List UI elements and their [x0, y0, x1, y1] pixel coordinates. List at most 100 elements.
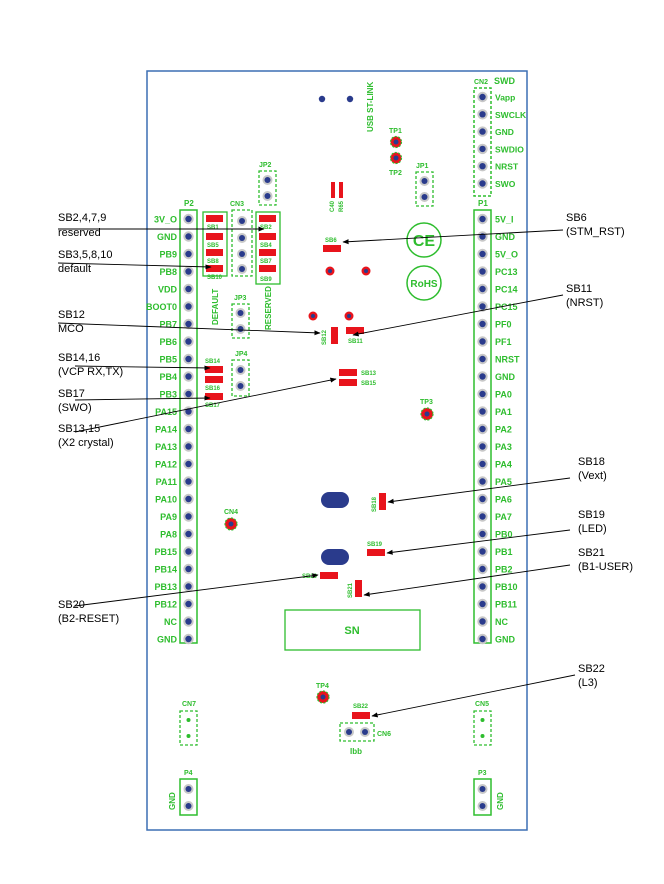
p1-pin-hole: [479, 390, 486, 398]
jp2-pin-2-hole: [264, 193, 271, 199]
cn3-label: CN3: [230, 201, 244, 208]
jp4-label: JP4: [235, 351, 248, 358]
p1-pin-hole: [479, 600, 486, 608]
callout-sb19-line2: (LED): [578, 523, 607, 535]
jp1-outline: [415, 171, 434, 207]
p1-pin-hole: [479, 478, 486, 485]
p4-label: P4: [184, 770, 193, 777]
p1-pin-label: PB0: [495, 530, 513, 540]
cn6-outline: [339, 722, 375, 742]
cn2-pin-hole: [479, 163, 486, 170]
callout-sb20-line2: (B2-RESET): [58, 613, 119, 625]
p1-pin-label: PA1: [495, 407, 512, 417]
p3-pin-2-hole: [479, 803, 486, 809]
p1-pin-label: PA0: [495, 390, 512, 400]
jp2-pin-1-hole: [264, 177, 271, 183]
sb6-label: SB6: [325, 238, 337, 244]
header-cn2-outline: [473, 87, 492, 197]
p2-pin-hole: [185, 635, 192, 643]
cn2-pin-label: GND: [495, 127, 514, 137]
p2-pin-label: PA15: [155, 407, 177, 417]
callout-sb11-line1: SB11: [566, 283, 592, 295]
tp2-hole: [393, 155, 399, 161]
callout-sb1315-line2: (X2 crystal): [58, 437, 114, 449]
jp2-outline: [258, 170, 277, 206]
p4-pin-2-hole: [185, 803, 192, 809]
header-cn2-title: SWD: [494, 76, 515, 86]
sb10-pad: [206, 265, 223, 272]
p2-pin-label: PB14: [154, 565, 177, 575]
sb2-pad: [259, 215, 276, 222]
p2-pin-label: BOOT0: [146, 302, 177, 312]
cn3-pin-1-hole: [239, 218, 245, 224]
sb13-label: SB13: [361, 371, 377, 377]
p1-pin-hole: [479, 583, 486, 590]
p4-pin-1-hole: [185, 786, 192, 792]
c40-label: C40: [330, 200, 336, 212]
callout-sb17-line1: SB17: [58, 388, 85, 400]
usb-mount-hole-left: [318, 95, 326, 103]
p1-pin-label: PF0: [495, 320, 512, 330]
p1-pin-hole: [479, 513, 486, 520]
leader-sb18: [387, 477, 571, 504]
cn4-hole: [228, 521, 234, 527]
p2-pin-hole: [185, 390, 192, 398]
jp3-pin-1-hole: [237, 310, 244, 316]
p2-pin-label: GND: [157, 232, 178, 242]
p2-pin-hole: [185, 408, 192, 415]
jp4-pin-1-hole: [237, 367, 244, 373]
sb1-pad: [206, 215, 223, 222]
r65-label: R65: [339, 200, 345, 212]
p2-pin-label: PA12: [155, 460, 177, 470]
header-p2-name: P2: [184, 199, 194, 208]
usb-st-link-label: USB ST-LINK: [366, 82, 375, 132]
p2-pin-hole: [185, 565, 192, 573]
p1-pin-label: PA3: [495, 442, 512, 452]
callout-sb35810-line2: default: [58, 263, 91, 275]
board-outline: [146, 70, 528, 831]
cn2-pin-label: SWCLK: [495, 110, 527, 120]
p1-pin-label: NC: [495, 617, 508, 627]
callout-sb19-line1: SB19: [578, 509, 605, 521]
sb11-label: SB11: [348, 339, 363, 345]
sb5-pad: [206, 249, 223, 256]
tp3-label: TP3: [420, 399, 433, 406]
callout-sb20-line1: SB20: [58, 599, 85, 611]
leader-sb1416: [74, 365, 211, 371]
cn5-outline: [473, 710, 492, 746]
p1-pin-label: PA4: [495, 460, 512, 470]
p2-pin-hole: [185, 215, 192, 223]
p1-pin-hole: [479, 460, 486, 468]
sb13-pad: [339, 369, 357, 376]
leader-sb22: [371, 674, 576, 718]
serial-number-label: SN: [344, 625, 359, 637]
p1-pin-label: PB1: [495, 547, 513, 557]
callout-sb22-line2: (L3): [578, 677, 598, 689]
sb18-label: SB18: [372, 496, 378, 512]
p1-pin-hole: [479, 338, 486, 345]
callout-sb2479-line2: reserved: [58, 227, 101, 239]
sb22-label: SB22: [353, 704, 369, 710]
callout-sb11-line2: (NRST): [566, 297, 603, 309]
p3-label: P3: [478, 770, 487, 777]
callout-sb1416-line1: SB14,16: [58, 352, 100, 364]
sb20-pad: [320, 572, 338, 579]
cn2-pin-hole: [479, 180, 486, 187]
button-b1-pad: [321, 549, 349, 565]
p2-pin-hole: [185, 443, 192, 450]
p4-gnd-label: GND: [168, 792, 177, 810]
header-cn2-name: CN2: [474, 79, 488, 86]
sb15-label: SB15: [361, 381, 377, 387]
p1-pin-hole: [479, 250, 486, 258]
usb-mount-hole-right: [346, 95, 354, 103]
p2-pin-label: PB9: [159, 250, 177, 260]
callout-sb17-line2: (SWO): [58, 402, 92, 414]
p2-pin-hole: [185, 373, 192, 380]
sb-reserved-group-outline: [255, 211, 281, 285]
p2-pin-label: PB3: [159, 390, 177, 400]
p1-pin-label: GND: [495, 232, 516, 242]
p2-pin-label: 3V_O: [154, 215, 177, 225]
callout-sb12-line1: SB12: [58, 309, 85, 321]
header-p2: P2 3V_OGNDPB9PB8VDDBOOT0PB7PB6PB5PB4PB3P…: [146, 199, 198, 645]
p3-pin-1-hole: [479, 786, 486, 792]
